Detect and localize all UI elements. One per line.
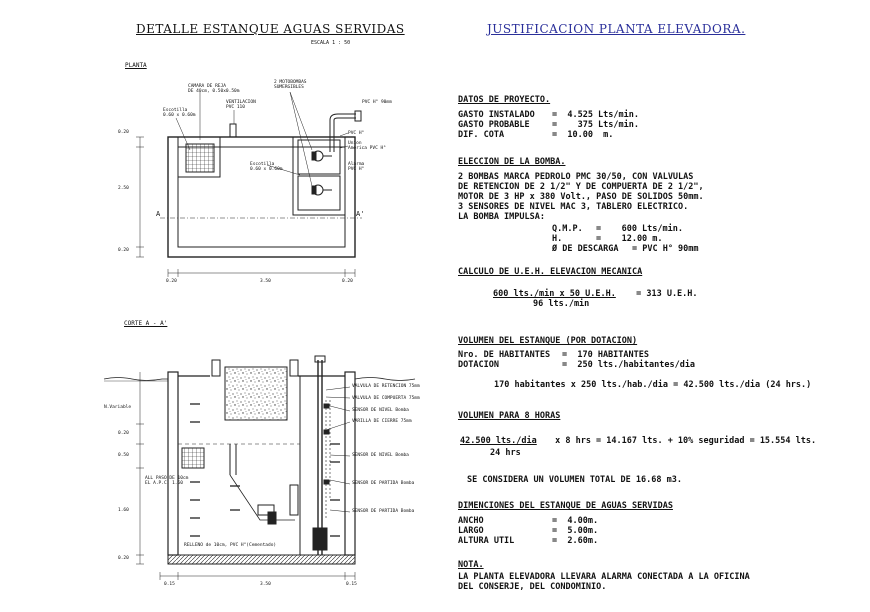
plan-section-mark-a2: A' <box>356 210 365 218</box>
volumen-val-1: = 170 HABITANTES <box>562 350 649 360</box>
calculo-line-1: 600 lts./min x 50 U.E.H. <box>493 289 616 299</box>
plan-note-camara: CAMARA DE REJA DE 40cm, 0.50x0.50m <box>188 84 240 94</box>
plan-note-pvc2: PVC H° <box>348 131 365 136</box>
plan-section-mark-a: A <box>156 210 161 218</box>
datos-key-2: GASTO PROBABLE <box>458 120 530 130</box>
plan-dim-w1: 0.20 <box>166 279 177 284</box>
param-key-2: H. <box>552 234 563 244</box>
eleccion-heading: ELECCION DE LA BOMBA. <box>458 157 566 167</box>
volumen-key-1: Nro. DE HABITANTES <box>458 350 551 360</box>
datos-val-3: = 10.00 m. <box>552 130 614 140</box>
section-dim-2: 0.50 <box>118 453 129 458</box>
eleccion-line-2: DE RETENCION DE 2 1/2" Y DE COMPUERTA DE… <box>458 182 704 192</box>
dim-val-1: = 4.00m. <box>552 516 599 526</box>
nota-line-1: LA PLANTA ELEVADORA LLEVARA ALARMA CONEC… <box>458 572 750 582</box>
section-note-2: VALVULA DE COMPUERTA 75mm <box>352 396 420 401</box>
section-dim-w3: 0.15 <box>346 582 357 587</box>
plan-dim-top: 0.20 <box>118 130 129 135</box>
datos-heading: DATOS DE PROYECTO. <box>458 95 551 105</box>
plan-dim-bot: 0.20 <box>118 248 129 253</box>
param-val-3: = PVC H° 90mm <box>632 244 699 254</box>
ocho-considera: SE CONSIDERA UN VOLUMEN TOTAL DE 16.68 m… <box>467 475 682 485</box>
calculo-line-1b: = 313 U.E.H. <box>631 289 698 299</box>
drawing-title: DETALLE ESTANQUE AGUAS SERVIDAS <box>136 22 405 36</box>
plan-note-escotilla: Escotilla 0.60 x 0.60m <box>250 162 283 172</box>
section-dim-1: 0.20 <box>118 431 129 436</box>
nota-line-2: DEL CONSERJE, DEL CONDOMINIO. <box>458 582 607 592</box>
justification-title: JUSTIFICACION PLANTA ELEVADORA. <box>487 22 746 36</box>
plan-note-pvc: PVC H° 90mm <box>362 100 392 105</box>
param-val-1: = 600 Lts/min. <box>596 224 683 234</box>
param-key-3: Ø DE DESCARGA <box>552 244 619 254</box>
plan-view <box>136 91 362 277</box>
param-key-1: Q.M.P. <box>552 224 583 234</box>
section-note-7: SENSOR DE PARTIDA Bomba <box>352 509 415 514</box>
section-dim-w2: 3.50 <box>260 582 271 587</box>
volumen-heading: VOLUMEN DEL ESTANQUE (POR DOTACION) <box>458 336 638 346</box>
section-note-ref: ALL PASO DE 10cm EL A.P.C. 1.60 <box>145 476 189 486</box>
dim-val-2: = 5.00m. <box>552 526 599 536</box>
ocho-heading: VOLUMEN PARA 8 HORAS <box>458 411 561 421</box>
section-note-bottom: RELLENO de 10cm, PVC H°(Cementado) <box>184 543 277 548</box>
eleccion-line-4: 3 SENSORES DE NIVEL MAC 3, TABLERO ELECT… <box>458 202 689 212</box>
section-note-nivel: N.Variable <box>104 405 132 410</box>
volumen-val-2: = 250 lts./habitantes/dia <box>562 360 696 370</box>
section-dim-w1: 0.15 <box>164 582 175 587</box>
dim-key-2: LARGO <box>458 526 484 536</box>
plan-dim-w2: 3.50 <box>260 279 271 284</box>
ocho-line-2: 24 hrs <box>490 448 521 458</box>
section-note-3: SENSOR DE NIVEL Bomba <box>352 408 409 413</box>
plan-note-alarma: Alarma PVC H° <box>348 162 365 172</box>
drawing-scale: ESCALA 1 : 50 <box>311 40 351 46</box>
section-dim-4: 0.20 <box>118 556 129 561</box>
volumen-key-2: DOTACION <box>458 360 499 370</box>
calculo-line-2: 96 lts./min <box>533 299 590 309</box>
datos-key-1: GASTO INSTALADO <box>458 110 535 120</box>
section-note-4: VARILLA DE CIERRE 75mm <box>352 419 412 424</box>
ocho-line-1: 42.500 lts./dia <box>460 436 537 446</box>
section-note-1: VALVULA DE RETENCION 75mm <box>352 384 420 389</box>
datos-val-1: = 4.525 Lts/min. <box>552 110 639 120</box>
dim-key-3: ALTURA UTIL <box>458 536 515 546</box>
eleccion-impulsa: LA BOMBA IMPULSA: <box>458 212 545 222</box>
dimensiones-heading: DIMENCIONES DEL ESTANQUE DE AGUAS SERVID… <box>458 501 673 511</box>
eleccion-line-3: MOTOR DE 3 HP x 380 Volt., PASO DE SOLID… <box>458 192 704 202</box>
datos-key-3: DIF. COTA <box>458 130 505 140</box>
dim-key-1: ANCHO <box>458 516 484 526</box>
dim-val-3: = 2.60m. <box>552 536 599 546</box>
datos-val-2: = 375 Lts/min. <box>552 120 639 130</box>
section-note-5: SENSOR DE NIVEL Bomba <box>352 453 409 458</box>
section-dim-3: 1.60 <box>118 508 129 513</box>
plan-note-motobombas: 2 MOTOBOMBAS SUMERGIBLES <box>274 80 307 90</box>
plan-dim-mid: 2.50 <box>118 186 129 191</box>
section-view <box>103 355 416 580</box>
plan-dim-w3: 0.20 <box>342 279 353 284</box>
plan-note-union: Union America PVC H° <box>348 141 386 151</box>
plan-note-tapa: Escotilla 0.60 x 0.60m <box>163 108 196 118</box>
plan-label: PLANTA <box>125 62 147 69</box>
ocho-line-1b: x 8 hrs = 14.167 lts. + 10% seguridad = … <box>550 436 817 446</box>
section-note-6: SENSOR DE PARTIDA Bomba <box>352 481 415 486</box>
eleccion-line-1: 2 BOMBAS MARCA PEDROLO PMC 30/50, CON VA… <box>458 172 694 182</box>
section-label: CORTE A - A' <box>124 320 168 327</box>
param-val-2: = 12.00 m. <box>596 234 663 244</box>
calculo-heading: CALCULO DE U.E.H. ELEVACION MECANICA <box>458 267 643 277</box>
plan-note-ventilacion: VENTILACION PVC 110 <box>226 100 256 110</box>
volumen-calc: 170 habitantes x 250 lts./hab./dia = 42.… <box>494 380 812 390</box>
nota-heading: NOTA. <box>458 560 484 570</box>
